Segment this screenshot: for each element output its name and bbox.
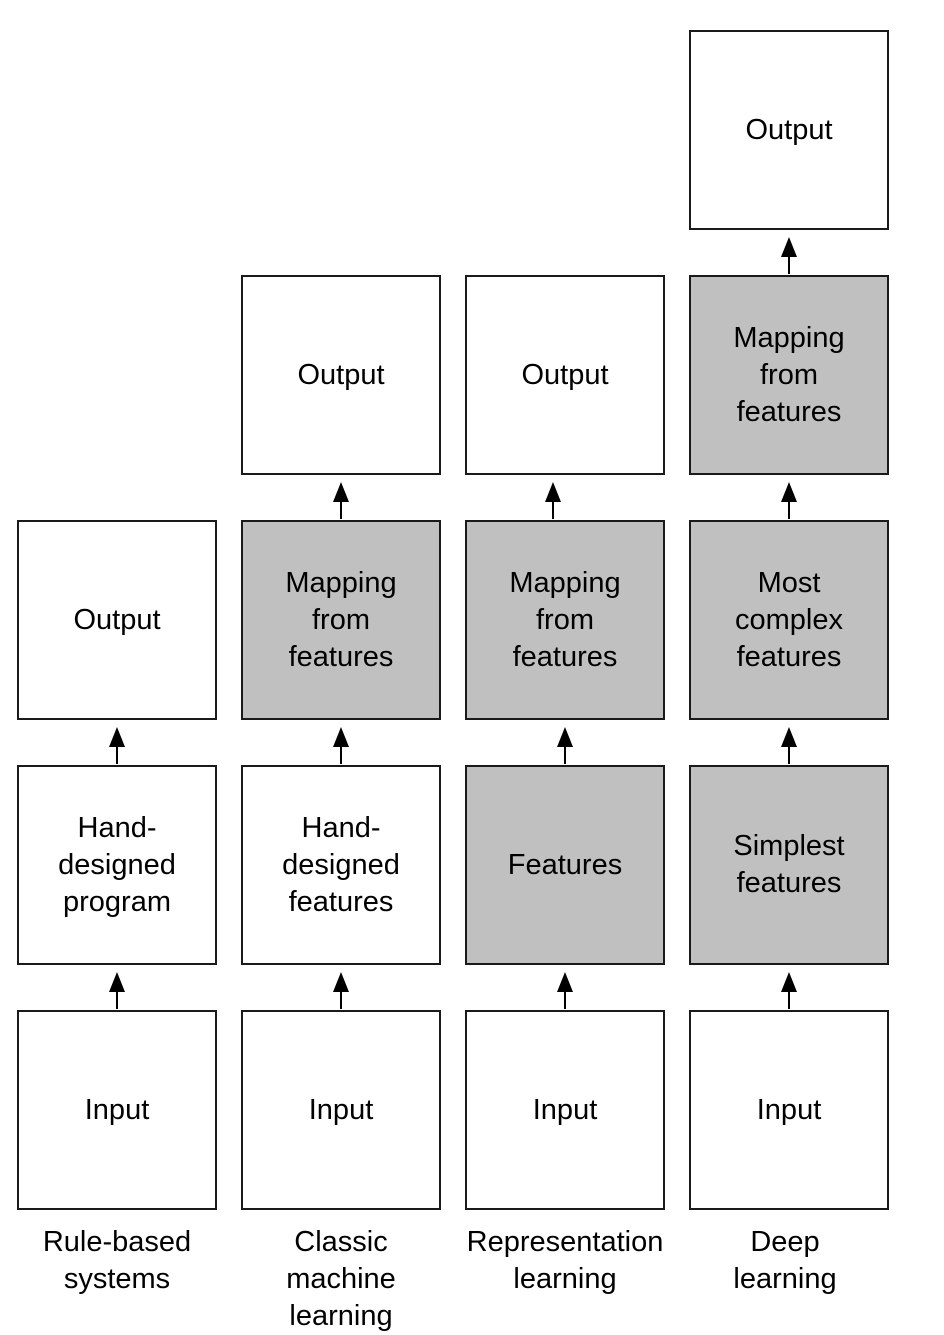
classic-ml-input-box: Input: [241, 1010, 441, 1210]
classic-ml-output-box: Output: [241, 275, 441, 475]
deep-learning-output-box: Output: [689, 30, 889, 230]
classic-ml-column-label: Classic machine learning: [286, 1226, 396, 1332]
arrow-up-icon: [557, 972, 573, 1009]
arrow-up-icon: [781, 237, 797, 274]
arrow-up-icon: [557, 727, 573, 764]
deep-learning-mapping-box: Mapping from features: [689, 275, 889, 475]
rule-based-output-box: Output: [17, 520, 217, 720]
arrow-up-icon: [333, 972, 349, 1009]
arrow-up-icon: [781, 482, 797, 519]
arrow-up-icon: [109, 727, 125, 764]
arrow-up-icon: [781, 972, 797, 1009]
deep-learning-simplest-features-box: Simplest features: [689, 765, 889, 965]
representation-column-label: Representation learning: [466, 1226, 664, 1295]
deep-learning-complex-features-box: Most complex features: [689, 520, 889, 720]
classic-ml-mapping-box: Mapping from features: [241, 520, 441, 720]
classic-ml-hand-features-box: Hand- designed features: [241, 765, 441, 965]
representation-features-box: Features: [465, 765, 665, 965]
arrow-up-icon: [333, 482, 349, 519]
representation-input-box: Input: [465, 1010, 665, 1210]
arrow-up-icon: [109, 972, 125, 1009]
rule-based-program-box: Hand- designed program: [17, 765, 217, 965]
rule-based-input-box: Input: [17, 1010, 217, 1210]
representation-output-box: Output: [465, 275, 665, 475]
arrow-up-icon: [333, 727, 349, 764]
rule-based-column-label: Rule-based systems: [42, 1226, 192, 1295]
arrow-up-icon: [781, 727, 797, 764]
representation-mapping-box: Mapping from features: [465, 520, 665, 720]
deep-learning-column-label: Deep learning: [733, 1226, 837, 1295]
arrow-up-icon: [545, 482, 561, 519]
deep-learning-input-box: Input: [689, 1010, 889, 1210]
